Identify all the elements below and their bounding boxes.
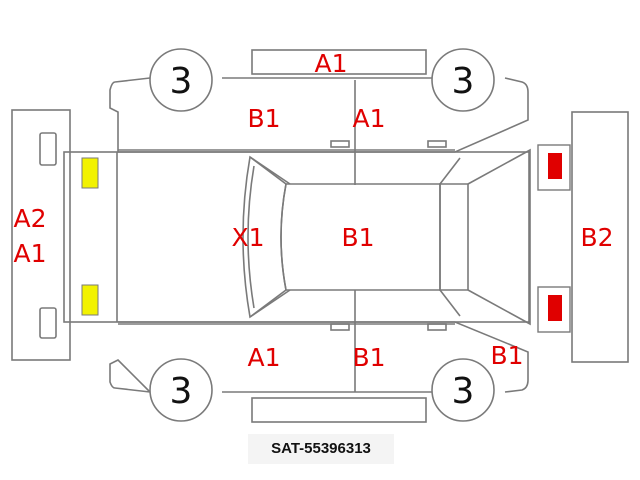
a-pillar-bottom: [249, 289, 291, 318]
roof-panel: [280, 183, 441, 291]
front-bumper-slot-bottom: [39, 307, 57, 339]
wheel-top-rear: [431, 48, 495, 112]
bottom-door-handle-front: [330, 323, 350, 331]
rear-window-edge-top: [439, 157, 461, 185]
mark-bottom-door-rear: B1: [352, 343, 385, 372]
front-bumper-slot-top: [39, 132, 57, 166]
top-door-handle-rear: [427, 140, 447, 148]
top-door-handle-front: [330, 140, 350, 148]
bottom-door-handle-rear: [427, 323, 447, 331]
top-view-body: [63, 151, 530, 323]
wheel-bottom-front-rating: 3: [170, 371, 193, 412]
rear-window-outer: [467, 148, 531, 326]
front-bumper: [11, 109, 71, 361]
mark-front-bumper-top: A2: [13, 204, 46, 233]
mark-rear-bumper: B2: [580, 223, 613, 252]
headlight-bottom: [81, 284, 99, 316]
bottom-side-body: [109, 321, 529, 394]
a-pillar-top: [249, 156, 291, 185]
taillight-top-frame: [537, 144, 571, 191]
wheel-top-rear-rating: 3: [452, 61, 475, 102]
mark-top-door-rear: A1: [352, 104, 385, 133]
rear-window: [439, 183, 469, 291]
top-roof-rail: [251, 49, 427, 75]
rear-window-edge-bottom: [439, 289, 461, 317]
auction-code-label: SAT-55396313: [248, 434, 394, 464]
mark-bottom-rear-fender: B1: [490, 341, 523, 370]
wheel-top-front: [149, 48, 213, 112]
wheel-bottom-rear-rating: 3: [452, 371, 475, 412]
mark-top-door-front: B1: [247, 104, 280, 133]
rear-bumper: [571, 111, 629, 363]
bottom-rocker: [251, 397, 427, 423]
taillight-top: [548, 153, 562, 179]
wheel-bottom-rear: [431, 358, 495, 422]
wheel-bottom-front: [149, 358, 213, 422]
windshield-inner: [247, 165, 255, 309]
mark-hood: X1: [231, 223, 264, 252]
wheel-top-front-rating: 3: [170, 61, 193, 102]
mark-roof: B1: [341, 223, 374, 252]
mark-top-rocker: A1: [314, 49, 347, 78]
mark-front-bumper-bottom: A1: [13, 239, 46, 268]
headlight-top: [81, 157, 99, 189]
taillight-bottom: [548, 295, 562, 321]
taillight-bottom-frame: [537, 286, 571, 333]
mark-bottom-door-front: A1: [247, 343, 280, 372]
